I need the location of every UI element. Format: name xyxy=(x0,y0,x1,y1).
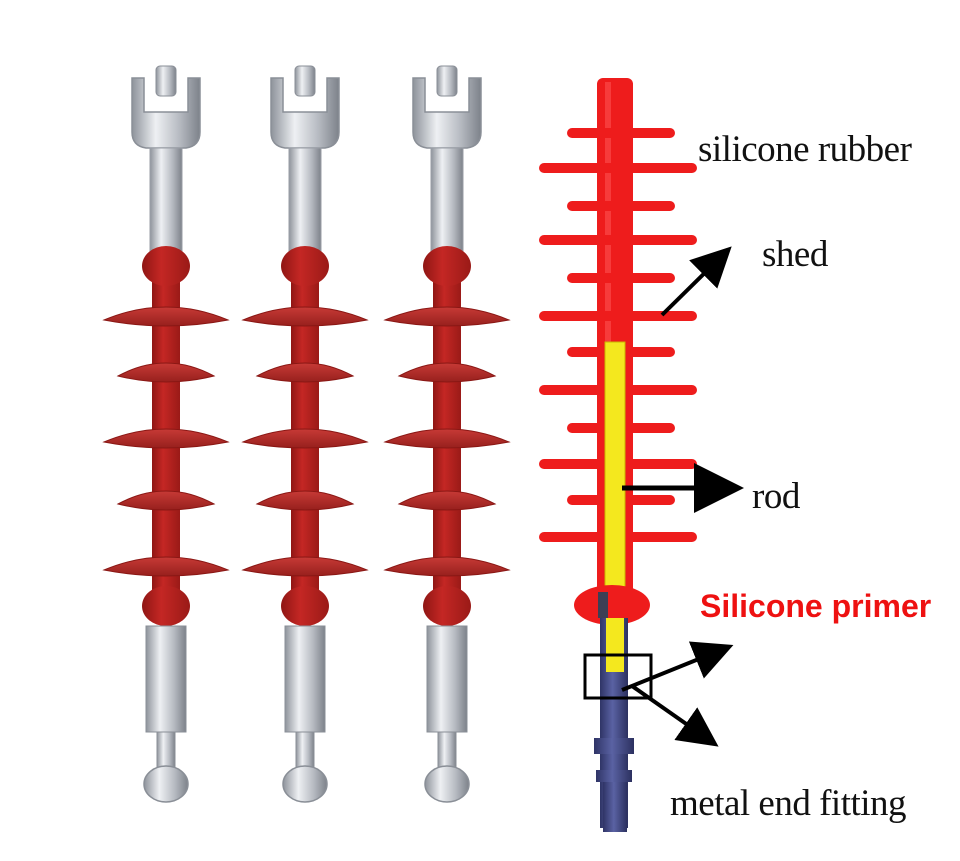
shed-4 xyxy=(116,490,216,511)
upper-metal-shank xyxy=(430,147,464,253)
shed-arrow xyxy=(660,246,732,317)
lower-metal-fitting xyxy=(426,625,468,733)
collar-gap xyxy=(598,592,608,618)
clevis-tongue xyxy=(436,65,458,97)
diagram-shed-6 xyxy=(539,311,697,321)
bottom-collar xyxy=(281,586,329,626)
ball-end xyxy=(282,765,328,803)
shed-3 xyxy=(383,428,511,449)
label-rod: rod xyxy=(752,476,800,517)
shed-2 xyxy=(255,362,355,383)
shed-2 xyxy=(397,362,497,383)
top-collar xyxy=(281,246,329,286)
ball-end xyxy=(143,765,189,803)
housing-collar xyxy=(574,585,650,625)
diagram-shed-5 xyxy=(567,273,675,283)
upper-metal-shank xyxy=(288,147,322,253)
lower-metal-fitting xyxy=(145,625,187,733)
diagram-shed-3 xyxy=(567,201,675,211)
label-silicone-rubber: silicone rubber xyxy=(698,129,912,170)
end-fitting-step xyxy=(594,738,634,754)
label-arrows xyxy=(621,246,744,747)
shed-5 xyxy=(102,556,230,577)
insulator-photos xyxy=(102,65,511,803)
shed-1 xyxy=(383,306,511,327)
diagram-shed-4 xyxy=(539,235,697,245)
lower-metal-fitting xyxy=(284,625,326,733)
end-fitting-arrow xyxy=(630,684,719,747)
end-fitting-tip xyxy=(603,782,627,832)
insulator-cutaway-diagram xyxy=(539,78,697,832)
upper-metal-shank xyxy=(149,147,183,253)
shed-3 xyxy=(102,428,230,449)
label-metal-end-fitting: metal end fitting xyxy=(670,783,907,824)
clevis-tongue xyxy=(294,65,316,97)
top-collar xyxy=(142,246,190,286)
clevis-tongue xyxy=(155,65,177,97)
clevis-top-fitting xyxy=(131,77,201,149)
insulator-photo-2 xyxy=(241,65,369,803)
label-silicone-primer: Silicone primer xyxy=(700,588,932,624)
insulator-photo-1 xyxy=(102,65,230,803)
clevis-top-fitting xyxy=(412,77,482,149)
diagram-shed-2 xyxy=(539,163,697,173)
shed-1 xyxy=(241,306,369,327)
diagram-shed-1 xyxy=(567,128,675,138)
shed-2 xyxy=(116,362,216,383)
shed-3 xyxy=(241,428,369,449)
shed-4 xyxy=(397,490,497,511)
insulator-photo-3 xyxy=(383,65,511,803)
shed-5 xyxy=(241,556,369,577)
rod-through-fitting xyxy=(606,618,624,672)
clevis-top-fitting xyxy=(270,77,340,149)
shed-4 xyxy=(255,490,355,511)
label-shed: shed xyxy=(762,234,828,275)
shed-1 xyxy=(102,306,230,327)
shed-5 xyxy=(383,556,511,577)
bottom-collar xyxy=(423,586,471,626)
ball-end xyxy=(424,765,470,803)
primer-arrow xyxy=(621,641,734,692)
top-collar xyxy=(423,246,471,286)
bottom-collar xyxy=(142,586,190,626)
housing-highlight xyxy=(605,82,611,582)
end-fitting-step-lower xyxy=(596,770,632,782)
